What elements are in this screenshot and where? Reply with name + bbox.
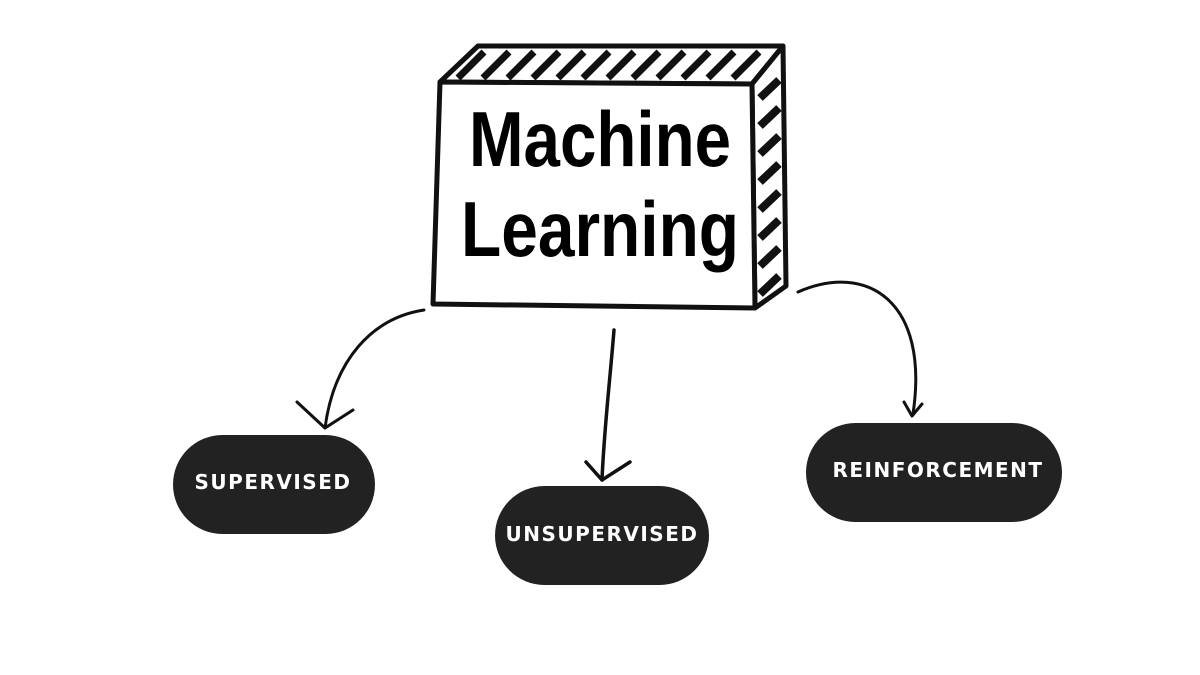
title-line-2: Learning [461, 185, 739, 273]
box-front-face [430, 79, 758, 311]
machine-learning-box: Machine Learning [430, 43, 789, 311]
arrow-to-reinforcement [796, 280, 924, 418]
category-unsupervised: UNSUPERVISED [495, 486, 709, 585]
label-reinforcement: REINFORCEMENT [832, 458, 1043, 482]
box-top-slats [455, 49, 762, 81]
label-unsupervised: UNSUPERVISED [506, 522, 699, 546]
label-supervised: SUPERVISED [195, 470, 352, 494]
pill-supervised [173, 435, 375, 534]
category-reinforcement: REINFORCEMENT [806, 423, 1062, 522]
pill-reinforcement [806, 423, 1062, 522]
title-line-1: Machine [469, 95, 731, 183]
arrow-to-supervised [295, 308, 426, 430]
category-supervised: SUPERVISED [173, 435, 375, 534]
pill-unsupervised [495, 486, 709, 585]
arrow-to-unsupervised [584, 328, 632, 482]
box-side-slats [757, 77, 782, 297]
